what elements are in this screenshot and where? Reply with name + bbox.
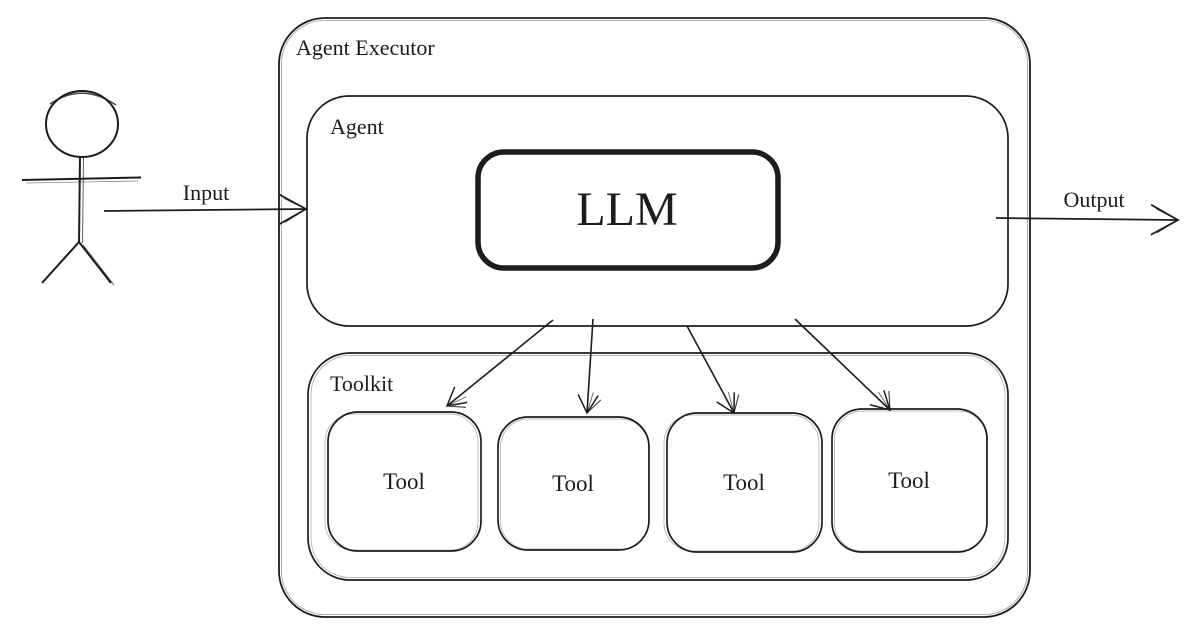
person-body-sketch-stroke bbox=[82, 157, 84, 244]
output-arrow-label: Output bbox=[1063, 187, 1124, 212]
person-head-sketch-stroke bbox=[49, 92, 117, 106]
llm-to-tool-3-arrow bbox=[686, 325, 740, 415]
tool-box-4-sketch-stroke bbox=[834, 410, 987, 552]
tool-box-1-sketch-stroke bbox=[324, 413, 479, 551]
tool-box-3-sketch-stroke bbox=[663, 414, 820, 552]
person-right-leg bbox=[78, 241, 112, 284]
person-body bbox=[78, 156, 81, 244]
toolkit-label: Toolkit bbox=[330, 371, 393, 396]
tool-box-3-label: Tool bbox=[723, 470, 765, 495]
tool-box-1: Tool bbox=[324, 411, 482, 552]
tool-box-2-rect bbox=[497, 416, 650, 551]
person-left-leg bbox=[41, 241, 80, 284]
agent-box bbox=[306, 95, 1009, 327]
llm-to-tool-2-arrow bbox=[577, 318, 602, 415]
input-arrow bbox=[103, 193, 308, 226]
person-icon bbox=[21, 90, 142, 286]
tool-box-1-label: Tool bbox=[383, 469, 425, 494]
llm-box bbox=[475, 149, 781, 271]
agent-executor-label: Agent Executor bbox=[296, 35, 435, 60]
input-arrow-label: Input bbox=[183, 180, 229, 205]
agent-label: Agent bbox=[330, 114, 384, 139]
agent-executor-box bbox=[278, 17, 1031, 618]
llm-to-tool-4-arrow bbox=[794, 318, 892, 412]
tool-box-4-label: Tool bbox=[888, 468, 930, 493]
tool-box-2: Tool bbox=[497, 416, 650, 551]
tool-box-2-label: Tool bbox=[552, 471, 594, 496]
llm-to-tool-1-arrow bbox=[445, 319, 554, 408]
person-arms bbox=[21, 176, 142, 181]
tool-box-4-rect bbox=[831, 408, 988, 553]
person-head bbox=[45, 90, 119, 158]
agent-executor-box-sketch-stroke bbox=[281, 20, 1028, 615]
person-right-leg-sketch-stroke bbox=[82, 244, 115, 286]
tool-box-4: Tool bbox=[831, 408, 988, 553]
llm-label: LLM bbox=[576, 183, 677, 236]
tool-box-2-sketch-stroke bbox=[500, 418, 649, 550]
tool-box-3: Tool bbox=[663, 412, 823, 553]
tool-box-3-rect bbox=[666, 412, 823, 553]
toolkit-box bbox=[307, 352, 1009, 581]
output-arrow bbox=[995, 203, 1180, 236]
toolkit-box-sketch-stroke bbox=[310, 355, 1006, 578]
person-arms-sketch-stroke bbox=[25, 180, 139, 184]
tool-box-1-rect bbox=[327, 411, 482, 552]
